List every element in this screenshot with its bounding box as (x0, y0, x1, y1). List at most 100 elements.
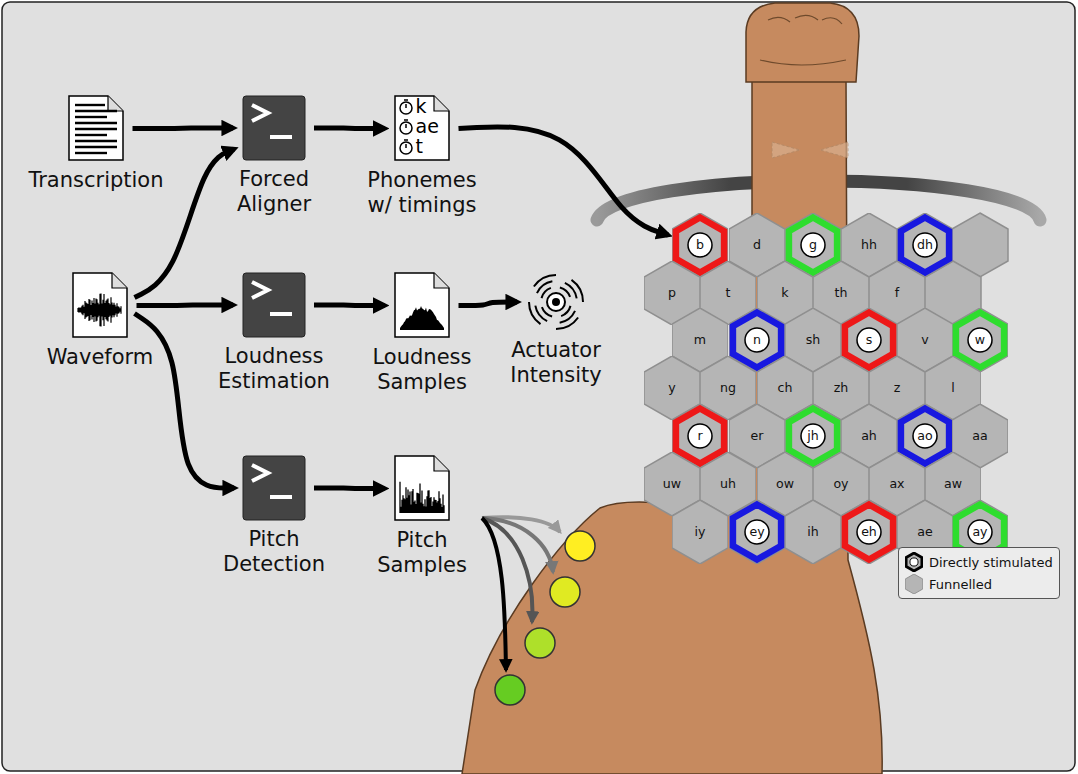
pitch-glyph (400, 482, 444, 513)
step-icon (242, 455, 306, 521)
step-icon (72, 272, 129, 339)
page-fold (434, 96, 449, 111)
flow-arrow (459, 302, 518, 306)
step-label: Transcription (11, 168, 181, 193)
pipeline-step: Loudness Estimation (209, 272, 339, 394)
step-label: Pitch Samples (357, 528, 487, 578)
stopwatch-glyph (400, 120, 412, 134)
phoneme-hex: iy (672, 500, 728, 564)
terminal-icon (243, 273, 305, 337)
text-line (75, 152, 107, 154)
step-icon: kaet (394, 95, 451, 162)
prompt-glyph (252, 282, 292, 314)
knuckles (760, 15, 846, 65)
step-icon (68, 95, 125, 162)
document-page (395, 273, 449, 337)
pipeline-step: Loudness Samples (357, 272, 487, 395)
legend-row: Directly stimulated (905, 551, 1053, 573)
stopwatch-glyph (400, 100, 412, 114)
pipeline-step: Waveform (30, 272, 170, 370)
pipeline-step: Pitch Detection (209, 455, 339, 577)
document-page (395, 456, 449, 520)
icon-graphic (72, 272, 129, 339)
flow-arrow (459, 127, 669, 235)
icon-graphic (394, 455, 451, 522)
text-line (75, 104, 105, 106)
flow-arrow (133, 126, 234, 132)
pipeline-step: Forced Aligner (214, 95, 334, 217)
step-label: Waveform (30, 345, 170, 370)
phoneme-text: t (416, 136, 423, 156)
hex-shape (841, 500, 897, 564)
step-icon (242, 272, 306, 338)
text-line (75, 110, 117, 112)
phoneme-hex: ey (729, 500, 785, 564)
step-label: Loudness Samples (357, 345, 487, 395)
text-line (75, 140, 117, 142)
step-label: Phonemes w/ timings (352, 168, 492, 218)
phoneme-label: ey (729, 500, 785, 564)
text-line (75, 122, 117, 124)
icon-graphic (242, 272, 306, 338)
icon-graphic (242, 455, 306, 521)
pipeline-step: Pitch Samples (357, 455, 487, 578)
terminal-icon (243, 456, 305, 520)
flow-arrow (314, 486, 385, 492)
text-line (75, 134, 107, 136)
text-line (75, 116, 107, 118)
loudness-glyph (400, 306, 444, 330)
pipeline-step: Actuator Intensity (486, 272, 626, 388)
flow-arrow (135, 314, 235, 489)
step-label: Actuator Intensity (486, 338, 626, 388)
phoneme-text: ae (416, 116, 439, 136)
page-fold (434, 273, 449, 288)
step-label: Forced Aligner (214, 167, 334, 217)
phoneme-hex: ih (785, 500, 841, 564)
icon-graphic (394, 272, 451, 339)
flow-arrow (137, 303, 234, 309)
phoneme-label: ih (785, 500, 841, 564)
hex-shape (785, 500, 841, 564)
waveform-glyph (78, 293, 121, 326)
flow-arrow (314, 126, 385, 132)
prompt-glyph (252, 105, 292, 137)
phoneme-text: k (416, 96, 427, 116)
step-icon (526, 272, 586, 332)
legend-sample (905, 574, 923, 594)
text-line (75, 128, 117, 130)
legend-text: Directly stimulated (929, 555, 1053, 570)
step-label: Loudness Estimation (209, 344, 339, 394)
hex-shape (672, 500, 728, 564)
legend-sample (905, 552, 923, 572)
arm (462, 78, 882, 774)
document-page (69, 96, 123, 160)
page-fold (434, 456, 449, 471)
phoneme-hex: eh (841, 500, 897, 564)
terminal-icon (243, 96, 305, 160)
flow-arrow (314, 303, 385, 309)
page-fold (108, 96, 123, 111)
step-label: Pitch Detection (209, 527, 339, 577)
icon-graphic (68, 95, 125, 162)
legend-row: Funnelled (905, 573, 1053, 595)
vibration-icon (528, 274, 584, 330)
step-icon (394, 272, 451, 339)
step-icon (242, 95, 306, 161)
pitch-actuators (495, 531, 595, 705)
document-page (395, 96, 449, 160)
icon-graphic (526, 272, 586, 332)
page-fold (112, 273, 127, 288)
legend-box: Directly stimulatedFunnelled (898, 547, 1060, 599)
icon-graphic (242, 95, 306, 161)
text-line (75, 146, 117, 148)
prompt-glyph (252, 465, 292, 497)
pipeline-step: Transcription (11, 95, 181, 193)
phoneme-label: iy (672, 500, 728, 564)
step-icon (394, 455, 451, 522)
phoneme-label: eh (841, 500, 897, 564)
hex-shape (729, 500, 785, 564)
document-page (73, 273, 127, 337)
pipeline-step: kaetPhonemes w/ timings (352, 95, 492, 218)
